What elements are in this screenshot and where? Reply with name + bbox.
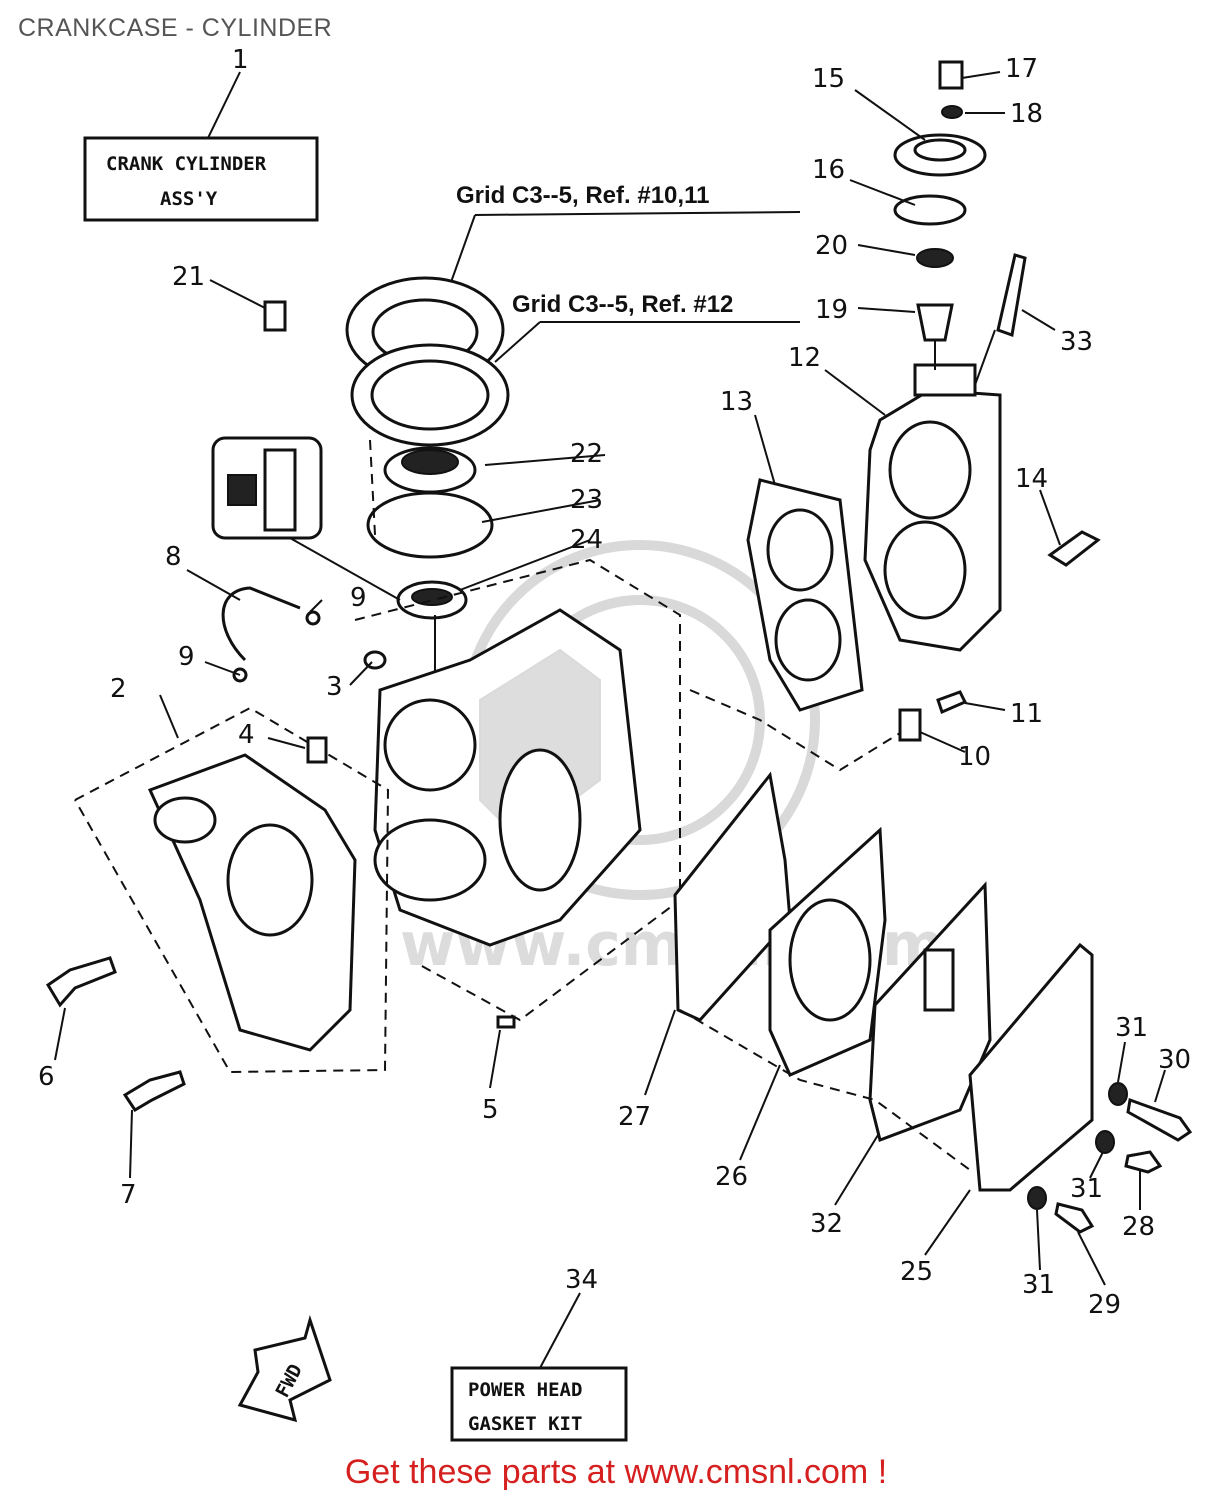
page-title: CRANKCASE - CYLINDER: [18, 14, 333, 42]
box-line-1: CRANK CYLINDER: [106, 153, 267, 175]
callout-3: 3: [326, 672, 343, 702]
callout-25: 25: [900, 1257, 933, 1287]
head-gasket-part-13: [746, 478, 864, 712]
callout-2: 2: [110, 674, 127, 704]
washers-part-31: [1027, 1082, 1128, 1210]
callout-18: 18: [1010, 99, 1043, 129]
bolt-part-7: [122, 1070, 186, 1113]
callout-27: 27: [618, 1102, 651, 1132]
gasket-box-line-1: POWER HEAD: [468, 1379, 582, 1401]
callout-13: 13: [720, 387, 753, 417]
callout-28: 28: [1122, 1212, 1155, 1242]
forward-arrow-icon: FWD: [237, 1314, 332, 1423]
callout-24: 24: [570, 525, 603, 555]
thermostat-stack: [893, 60, 987, 370]
crankcase-part-2: [74, 706, 390, 1074]
callout-5: 5: [482, 1095, 499, 1125]
callout-8: 8: [165, 542, 182, 572]
callout-4: 4: [238, 720, 255, 750]
callout-9a: 9: [350, 583, 367, 613]
callout-6: 6: [38, 1062, 55, 1092]
callout-33: 33: [1060, 327, 1093, 357]
callout-numbers: 1 2 3 4 5 6 7 8 9 9 10 11 12 13 14 15 16…: [38, 45, 1191, 1320]
callout-14: 14: [1015, 464, 1048, 494]
promo-link-text[interactable]: Get these parts at www.cmsnl.com !: [344, 1453, 888, 1491]
callout-1: 1: [232, 45, 249, 75]
cover-plate-part: [345, 276, 510, 447]
callout-9b: 9: [178, 642, 195, 672]
seal-part-24: [396, 580, 468, 620]
callout-12: 12: [788, 343, 821, 373]
detail-inset: [211, 436, 401, 601]
callout-26: 26: [715, 1162, 748, 1192]
cover-part-25: [968, 942, 1094, 1192]
callout-31c: 31: [1022, 1270, 1055, 1300]
callout-30: 30: [1158, 1045, 1191, 1075]
box-line-2: ASS'Y: [160, 188, 218, 210]
cover-part-26: [768, 826, 887, 1077]
callout-10: 10: [958, 742, 991, 772]
callout-17: 17: [1005, 54, 1038, 84]
cylinder-head-part-12: [863, 363, 1002, 652]
hose-part-8: [221, 586, 301, 662]
callout-31b: 31: [1070, 1174, 1103, 1204]
callout-16: 16: [812, 155, 845, 185]
bolt-part-30: [1126, 1097, 1193, 1142]
bolt-part-21: [263, 300, 287, 332]
small-parts-9-3-4-5-10-11: [232, 610, 968, 1029]
leader-lines: [54, 71, 1166, 1286]
spark-plug-part-33: [974, 253, 1027, 386]
callout-15: 15: [812, 64, 845, 94]
crank-cylinder-assy-box: CRANK CYLINDER ASS'Y: [83, 136, 319, 222]
power-head-gasket-kit-box: POWER HEAD GASKET KIT: [450, 1366, 628, 1442]
callout-7: 7: [120, 1180, 137, 1210]
callout-32: 32: [810, 1209, 843, 1239]
bolt-part-14: [1047, 530, 1101, 567]
callout-31a: 31: [1115, 1013, 1148, 1043]
callout-11: 11: [1010, 699, 1043, 729]
callout-34: 34: [565, 1265, 598, 1295]
bolt-part-6: [45, 956, 117, 1008]
grid-reference-12: Grid C3--5, Ref. #12: [512, 291, 733, 318]
gasket-box-line-2: GASKET KIT: [468, 1413, 582, 1435]
gasket-part-32: [868, 881, 992, 1142]
callout-21: 21: [172, 262, 205, 292]
callout-20: 20: [815, 231, 848, 261]
callout-22: 22: [570, 439, 603, 469]
grid-reference-10-11: Grid C3--5, Ref. #10,11: [456, 182, 709, 209]
bolt-part-28: [1124, 1150, 1163, 1174]
callout-29: 29: [1088, 1290, 1121, 1320]
callout-19: 19: [815, 295, 848, 325]
callout-23: 23: [570, 485, 603, 515]
cylinder-block-part: [354, 558, 681, 1022]
thermostat-cover-part-22: [366, 446, 494, 559]
bolt-part-29: [1054, 1202, 1095, 1234]
